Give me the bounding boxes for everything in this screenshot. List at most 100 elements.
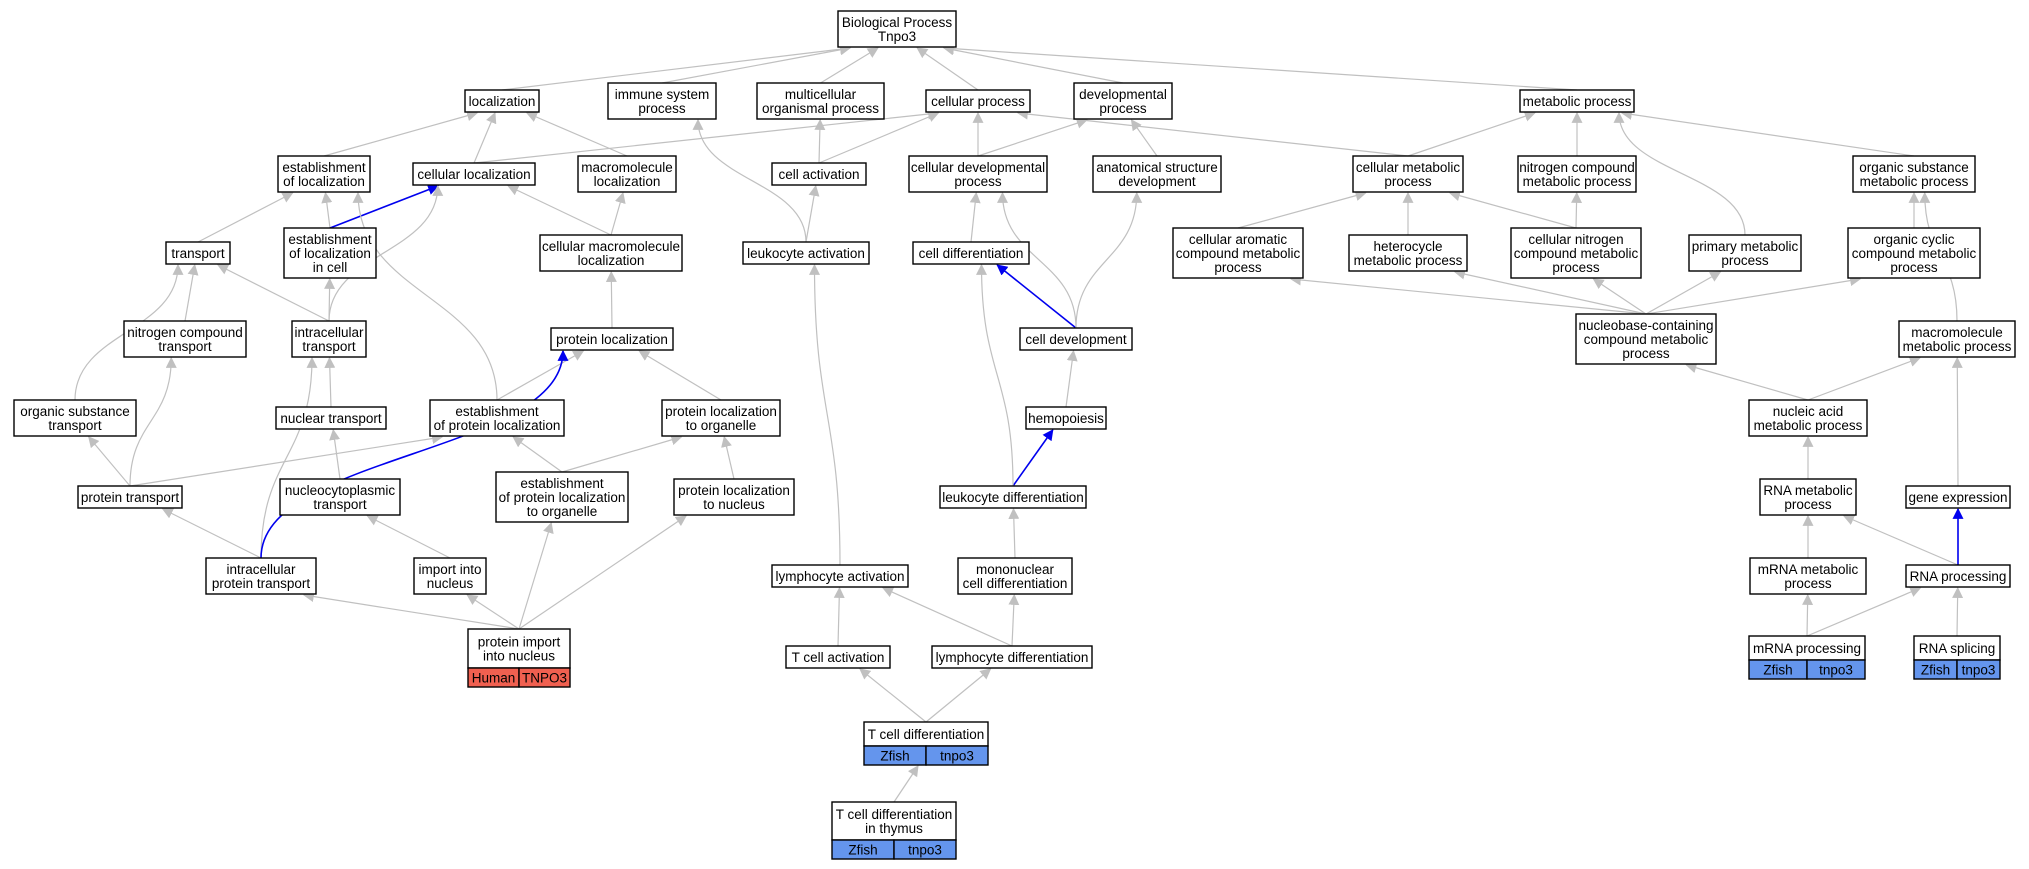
node-label-line: lymphocyte differentiation bbox=[936, 650, 1089, 665]
node-box bbox=[771, 564, 909, 588]
node-label-line: transport bbox=[171, 246, 225, 261]
node-box bbox=[673, 478, 795, 516]
node-label-line: process bbox=[1214, 260, 1262, 275]
node-label-line: establishment bbox=[520, 476, 604, 491]
edge-estlocincell-to-cellloc bbox=[329, 184, 440, 229]
node-cellproc[interactable]: cellular process bbox=[925, 89, 1031, 113]
edge-cellmacroloc-to-cellloc bbox=[507, 185, 612, 236]
species-tag-label: Zfish bbox=[848, 843, 877, 858]
edge-nucleobase-to-cellaromatic bbox=[1289, 274, 1647, 315]
node-label-line: metabolic process bbox=[1523, 174, 1632, 189]
node-leukact[interactable]: leukocyte activation bbox=[742, 241, 870, 265]
edge-protlocnuc-to-protlocorg bbox=[721, 435, 735, 480]
node-label-line: cellular localization bbox=[417, 167, 530, 182]
node-label-line: cell differentiation bbox=[919, 246, 1024, 261]
node-leukdiff[interactable]: leukocyte differentiation bbox=[939, 485, 1087, 509]
node-label-line: nucleic acid bbox=[1773, 404, 1844, 419]
node-box bbox=[957, 557, 1073, 595]
node-label-line: cell differentiation bbox=[963, 576, 1068, 591]
node-box bbox=[77, 485, 183, 509]
node-prottrans[interactable]: protein transport bbox=[77, 485, 183, 509]
edge-protimport-to-protlocnuc bbox=[518, 515, 687, 630]
node-cellloc[interactable]: cellular localization bbox=[412, 162, 536, 186]
node-label-line: nitrogen compound bbox=[127, 325, 243, 340]
node-transport[interactable]: transport bbox=[165, 241, 231, 265]
node-box bbox=[1348, 234, 1468, 272]
node-lymphact[interactable]: lymphocyte activation bbox=[771, 564, 909, 588]
node-tcellact[interactable]: T cell activation bbox=[785, 645, 891, 669]
node-label-line: of protein localization bbox=[499, 490, 626, 505]
node-box bbox=[742, 241, 870, 265]
edge-prottrans-to-orgsubtrans bbox=[88, 436, 131, 487]
node-box bbox=[756, 82, 885, 120]
species-tag-label: Zfish bbox=[1763, 663, 1792, 678]
node-box bbox=[1519, 89, 1635, 113]
edge-nucleobase-to-cellnitro bbox=[1592, 278, 1647, 315]
node-nucltrans[interactable]: nuclear transport bbox=[275, 406, 387, 430]
node-box bbox=[1749, 557, 1867, 595]
node-hemo[interactable]: hemopoiesis bbox=[1025, 406, 1107, 430]
node-box bbox=[1517, 155, 1637, 193]
node-geneexpr[interactable]: gene expression bbox=[1905, 485, 2011, 509]
node-label-line: leukocyte activation bbox=[747, 246, 865, 261]
node-metab[interactable]: metabolic process bbox=[1519, 89, 1635, 113]
node-rnaproc[interactable]: RNA processing bbox=[1905, 564, 2011, 588]
node-label-line: establishment bbox=[455, 404, 539, 419]
node-label-line: anatomical structure bbox=[1096, 160, 1218, 175]
node-box bbox=[863, 721, 989, 747]
node-lymphdiff[interactable]: lymphocyte differentiation bbox=[931, 645, 1093, 669]
node-celldiff[interactable]: cell differentiation bbox=[912, 241, 1030, 265]
node-box bbox=[939, 485, 1087, 509]
node-celldev[interactable]: cell development bbox=[1019, 327, 1133, 351]
node-label-line: cellular developmental bbox=[911, 160, 1045, 175]
edge-cellaromatic-to-cellmetab bbox=[1237, 190, 1367, 229]
node-cellact[interactable]: cell activation bbox=[771, 162, 867, 186]
node-label-line: to organelle bbox=[527, 504, 598, 519]
node-localization[interactable]: localization bbox=[464, 89, 540, 113]
edge-importnuc-to-nucleocyto bbox=[366, 515, 451, 559]
node-box bbox=[908, 155, 1048, 193]
node-protloc[interactable]: protein localization bbox=[550, 327, 674, 351]
gene-tag-label: tnpo3 bbox=[1962, 663, 1996, 678]
node-label-line: transport bbox=[302, 339, 356, 354]
